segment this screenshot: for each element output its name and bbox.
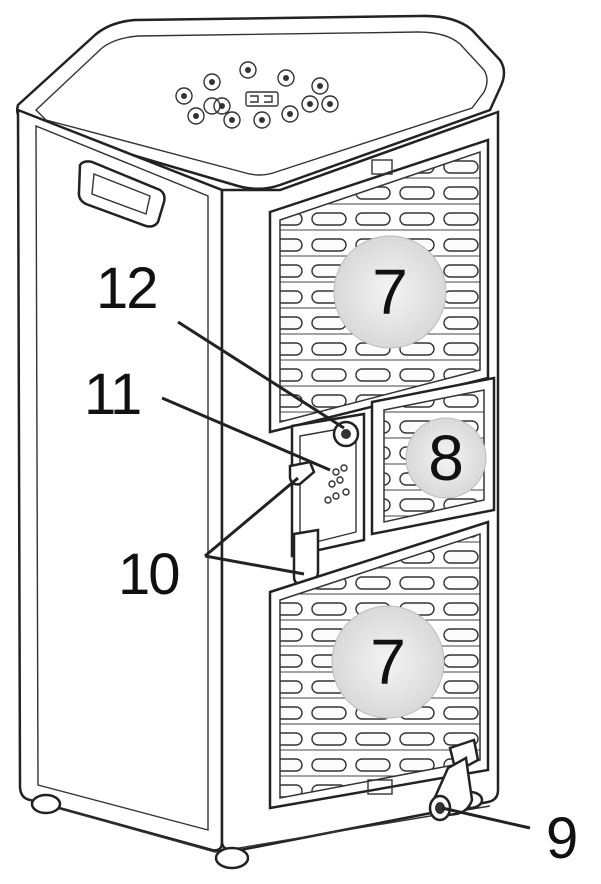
leader-line-12 [177, 320, 345, 430]
power-socket-11 [324, 464, 350, 504]
display-digits [245, 91, 279, 107]
upper-filter-number: 7 [372, 256, 408, 328]
leader-line-10a [204, 476, 299, 558]
callout-10: 10 [118, 542, 179, 607]
callout-9: 9 [546, 806, 576, 871]
middle-filter-number: 8 [428, 422, 464, 494]
leader-line-10b [204, 554, 305, 576]
upper-fan-badge: 7 [333, 235, 447, 349]
lower-filter-tab [367, 779, 393, 795]
connection-panel [288, 412, 366, 586]
drain-hose-9 [428, 738, 480, 822]
leader-lines [161, 320, 531, 830]
drain-port-12 [332, 420, 360, 448]
lower-filter-number: 7 [370, 626, 406, 698]
callout-11: 11 [84, 362, 140, 427]
lower-fan-badge: 7 [331, 605, 445, 719]
control-buttons [175, 61, 339, 129]
upper-filter-tab [371, 159, 393, 175]
control-panel [175, 61, 339, 129]
leader-line-9 [441, 806, 531, 830]
middle-fan-badge: 8 [405, 417, 487, 499]
leader-line-11 [161, 396, 331, 472]
callout-12: 12 [96, 256, 157, 321]
